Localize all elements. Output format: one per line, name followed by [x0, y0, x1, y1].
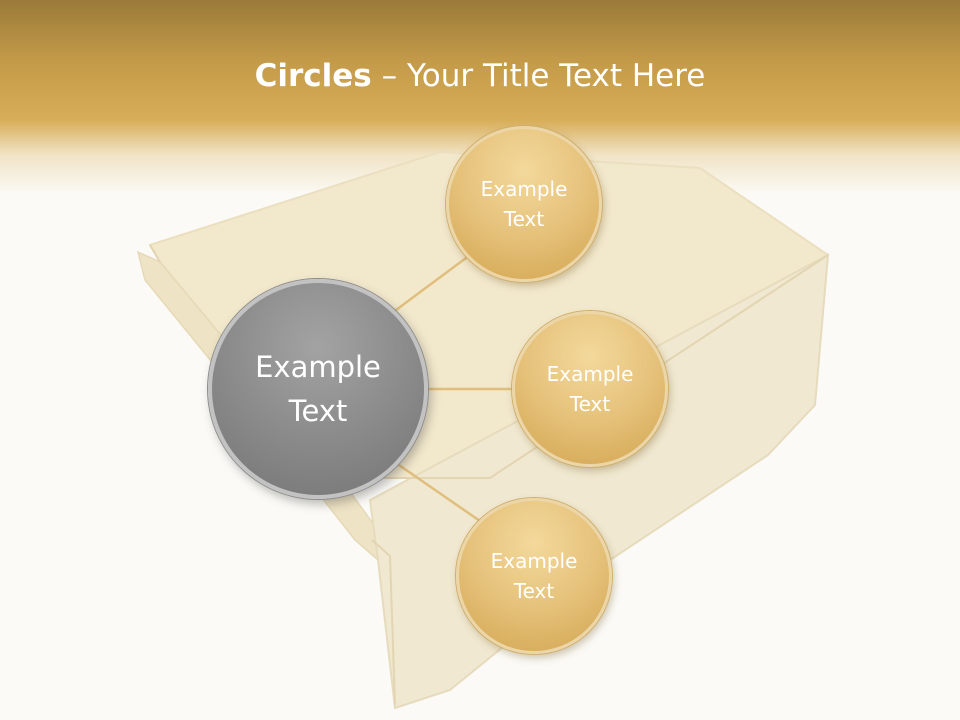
box-flap-line: [371, 539, 396, 706]
node-circle-bottom: Example Text: [456, 498, 612, 654]
title-bold-text: Circles: [254, 58, 372, 94]
connector-line: [395, 461, 481, 523]
box-flap-line: [149, 244, 161, 263]
center-circle: Example Text: [208, 279, 428, 499]
connector-line: [391, 253, 471, 315]
center-circle-label: Example Text: [255, 350, 381, 428]
title-rest-text: – Your Title Text Here: [371, 58, 706, 94]
node-circle-label: Example Text: [490, 549, 578, 603]
node-circle-label: Example Text: [480, 177, 568, 231]
node-circle-label: Example Text: [546, 362, 634, 416]
slide-title: Circles – Your Title Text Here: [0, 56, 960, 96]
box-edge-line: [340, 254, 829, 479]
node-circle-middle: Example Text: [512, 311, 668, 467]
node-circle-top: Example Text: [446, 126, 602, 282]
